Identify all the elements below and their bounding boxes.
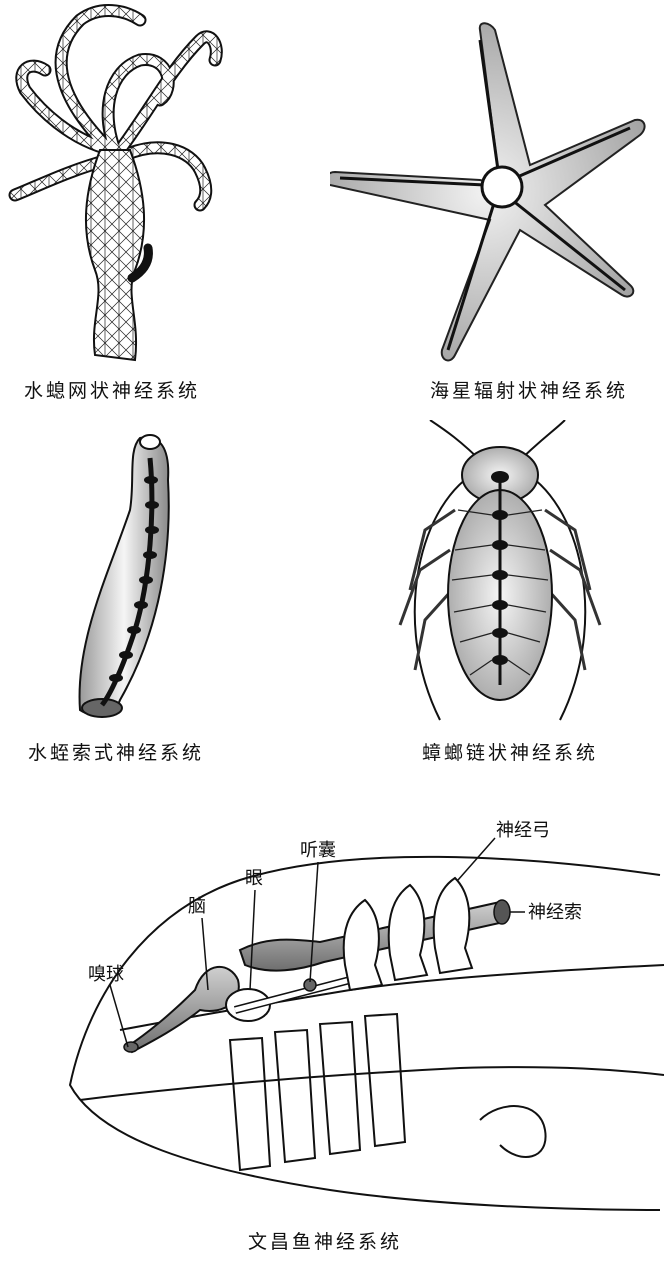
hydra-body [86, 150, 144, 360]
starfish-nerve-ring [482, 167, 522, 207]
label-nerve-cord: 神经索 [528, 902, 582, 923]
amphioxus-caption: 文昌鱼神经系统 [248, 1227, 402, 1254]
starfish-figure: 海星辐射状神经系统 [330, 0, 664, 410]
hydra-illustration [0, 0, 330, 370]
amphioxus-illustration: 嗅球 脑 眼 听囊 神经弓 神经索 [0, 800, 664, 1220]
amphioxus-olfactory-bulb [124, 1042, 138, 1052]
leech-illustration [0, 420, 330, 730]
starfish-illustration [330, 0, 664, 370]
label-otocyst: 听囊 [300, 840, 336, 861]
cockroach-figure: 蟑螂链状神经系统 [330, 420, 664, 770]
amphioxus-brain [128, 967, 239, 1052]
cockroach-illustration [330, 420, 664, 730]
hydra-figure: 水螅网状神经系统 [0, 0, 330, 410]
label-neural-arch: 神经弓 [496, 820, 550, 841]
label-eye: 眼 [245, 868, 263, 889]
amphioxus-figure: 嗅球 脑 眼 听囊 神经弓 神经索 文昌鱼神经系统 [0, 800, 664, 1261]
amphioxus-gill-slits [230, 1014, 405, 1170]
leech-figure: 水蛭索式神经系统 [0, 420, 330, 770]
starfish-caption: 海星辐射状神经系统 [430, 376, 628, 403]
label-brain: 脑 [188, 896, 206, 917]
cockroach-caption: 蟑螂链状神经系统 [422, 738, 598, 765]
hydra-caption: 水螅网状神经系统 [24, 376, 200, 403]
leech-caption: 水蛭索式神经系统 [28, 738, 204, 765]
amphioxus-neural-arches [344, 878, 472, 990]
label-olfactory-bulb: 嗅球 [88, 964, 124, 985]
